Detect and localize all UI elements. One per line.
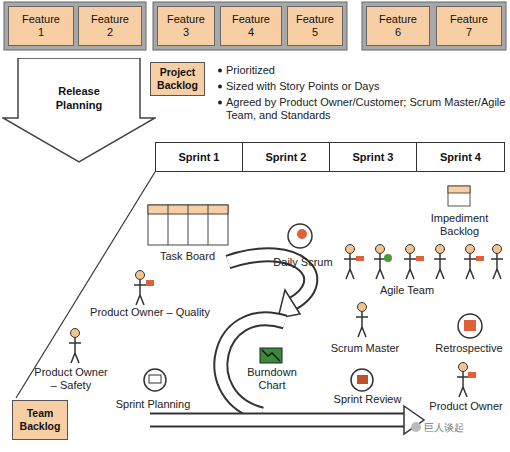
icon-label: Burndown Chart bbox=[242, 366, 302, 392]
node-text: Feature 5 bbox=[292, 13, 338, 39]
icon-label: Retrospective bbox=[430, 342, 508, 355]
backlog-box: Team Backlog bbox=[12, 400, 68, 440]
sprint-planning-icon bbox=[144, 369, 166, 391]
watermark-icon bbox=[411, 422, 421, 432]
feature-group bbox=[362, 2, 506, 50]
bullet bbox=[218, 69, 222, 73]
scrum-master-figure bbox=[356, 303, 368, 338]
bullet bbox=[218, 85, 222, 89]
sprint-cell: Sprint 4 bbox=[416, 142, 505, 172]
board bbox=[148, 205, 228, 245]
icon-header bbox=[448, 186, 470, 193]
feature-box: Feature 7 bbox=[436, 6, 502, 46]
icon-label: Sprint Review bbox=[325, 393, 410, 406]
arrow-head bbox=[404, 406, 424, 434]
release-arrow: Release Planning bbox=[2, 58, 156, 164]
role-label: Product Owner bbox=[425, 400, 507, 413]
icon-box bbox=[448, 186, 470, 206]
arrow-outline bbox=[3, 58, 155, 162]
wedge-line bbox=[16, 172, 155, 398]
node-text: Sprint 3 bbox=[353, 151, 394, 163]
feature-group bbox=[4, 2, 146, 50]
role-label: Product Owner – Safety bbox=[30, 366, 112, 392]
person bbox=[464, 245, 476, 280]
icon-ring bbox=[458, 314, 482, 338]
daily-scrum-icon bbox=[288, 224, 312, 248]
feature-box: Feature 2 bbox=[78, 6, 142, 46]
product-owner-figure bbox=[69, 329, 81, 364]
feature-box: Feature 1 bbox=[8, 6, 74, 46]
product-owner-figure bbox=[134, 271, 146, 306]
feature-box: Feature 4 bbox=[220, 6, 282, 46]
person bbox=[404, 245, 416, 280]
node-text: Release Planning bbox=[42, 84, 116, 112]
person bbox=[491, 245, 503, 280]
feature-box: Feature 3 bbox=[157, 6, 215, 46]
bullet-text: Agreed by Product Owner/Customer; Scrum … bbox=[226, 96, 506, 122]
chart-box bbox=[260, 348, 282, 363]
feature-group bbox=[153, 2, 347, 50]
feature-box: Feature 6 bbox=[366, 6, 430, 46]
product-owner-figure bbox=[457, 363, 469, 398]
node-text: Sprint 1 bbox=[179, 151, 220, 163]
product-box bbox=[468, 372, 476, 378]
node-text: Sprint 2 bbox=[266, 151, 307, 163]
icon-item bbox=[357, 375, 368, 384]
task-board-icon bbox=[148, 205, 228, 245]
node-text: Project Backlog bbox=[153, 66, 203, 92]
icon-label: Task Board bbox=[145, 250, 230, 263]
quality-box bbox=[146, 280, 154, 286]
sprint-cell: Sprint 2 bbox=[242, 142, 330, 172]
person bbox=[434, 245, 446, 280]
icon-label: Daily Scrum bbox=[268, 256, 338, 269]
burndown-icon bbox=[260, 348, 282, 363]
person bbox=[374, 245, 386, 280]
bullet bbox=[218, 101, 222, 105]
icon-label: Impediment Backlog bbox=[422, 212, 497, 238]
gear bbox=[384, 254, 392, 262]
node-text: Feature 3 bbox=[163, 13, 209, 39]
node-text: Feature 6 bbox=[375, 13, 421, 39]
agile-team-figures bbox=[344, 245, 503, 280]
node-text: Feature 7 bbox=[446, 13, 492, 39]
laptop bbox=[416, 256, 424, 261]
impediment-icon bbox=[448, 186, 470, 206]
icon-label: Sprint Planning bbox=[108, 398, 198, 411]
bullet-dots bbox=[218, 69, 222, 105]
sprint-cell: Sprint 3 bbox=[329, 142, 417, 172]
node-text: Team Backlog bbox=[15, 407, 65, 433]
board-col bbox=[168, 205, 169, 245]
watermark: 巨人谈起 bbox=[424, 421, 494, 434]
icon-ring bbox=[288, 224, 312, 248]
laptop bbox=[356, 256, 364, 261]
screen bbox=[149, 375, 161, 383]
sprint-review-icon bbox=[351, 369, 373, 391]
clock bbox=[297, 229, 307, 239]
node-text: Sprint 4 bbox=[440, 151, 481, 163]
bullet-text: Sized with Story Points or Days bbox=[226, 80, 506, 93]
node-text: Feature 1 bbox=[18, 13, 64, 39]
board-col bbox=[208, 205, 209, 245]
backlog-box: Project Backlog bbox=[150, 62, 205, 96]
icon-ring bbox=[144, 369, 166, 391]
group-label: Agile Team bbox=[372, 284, 442, 297]
feature-box: Feature 5 bbox=[287, 6, 343, 46]
retrospective-icon bbox=[458, 314, 482, 338]
arrow-fill bbox=[148, 415, 406, 426]
node-text: Feature 4 bbox=[228, 13, 274, 39]
sprint-cell: Sprint 1 bbox=[155, 142, 243, 172]
role-label: Scrum Master bbox=[325, 342, 405, 355]
person bbox=[344, 245, 356, 280]
icon-ring bbox=[351, 369, 373, 391]
chart-line bbox=[262, 350, 280, 361]
board-col bbox=[188, 205, 189, 245]
node-text: Feature 2 bbox=[87, 13, 133, 39]
icon-item bbox=[464, 320, 476, 331]
role-label: Product Owner – Quality bbox=[80, 306, 220, 319]
tool bbox=[476, 256, 484, 261]
bullet-text: Prioritized bbox=[226, 64, 506, 77]
